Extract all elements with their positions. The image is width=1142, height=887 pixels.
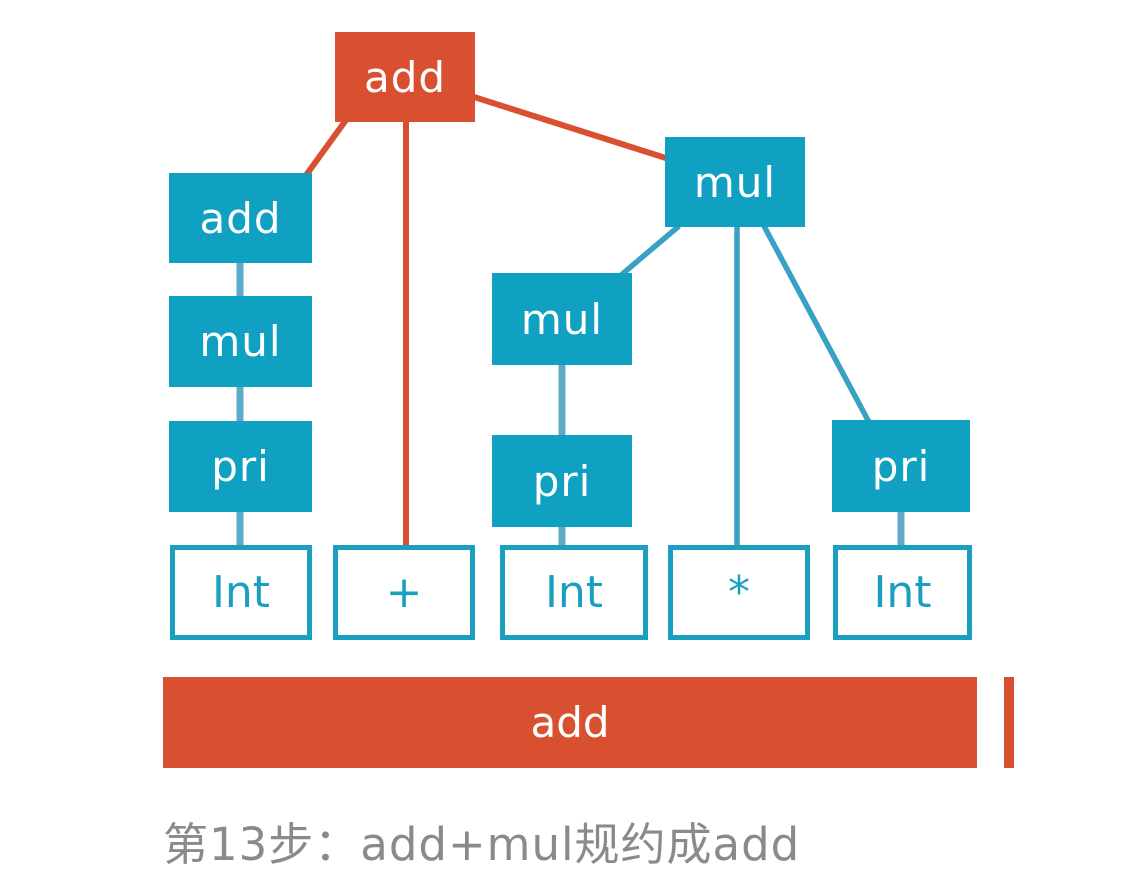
node-mul-mid: mul [492, 273, 632, 365]
edge-right-mul-to-right-pri [761, 224, 873, 426]
caption: 第13步：add+mul规约成add [163, 818, 801, 871]
node-mul-left: mul [169, 296, 312, 387]
node-mul-right: mul [665, 137, 805, 227]
edge-right-mul-to-mid-mul [618, 223, 681, 279]
result-bar-fragment [1004, 677, 1014, 768]
result-bar-add: add [163, 677, 977, 768]
token-int-1: Int [170, 545, 312, 640]
edge-root-to-right-mul [473, 94, 673, 163]
edge-root-to-left-add [301, 118, 349, 180]
node-pri-right: pri [832, 420, 970, 512]
token-int-3: Int [833, 545, 972, 640]
node-pri-left: pri [169, 421, 312, 512]
node-add-left: add [169, 173, 312, 263]
token-star: * [668, 545, 810, 640]
node-add-root: add [335, 32, 475, 122]
token-int-2: Int [500, 545, 648, 640]
node-pri-mid: pri [492, 435, 632, 527]
token-plus: + [333, 545, 475, 640]
